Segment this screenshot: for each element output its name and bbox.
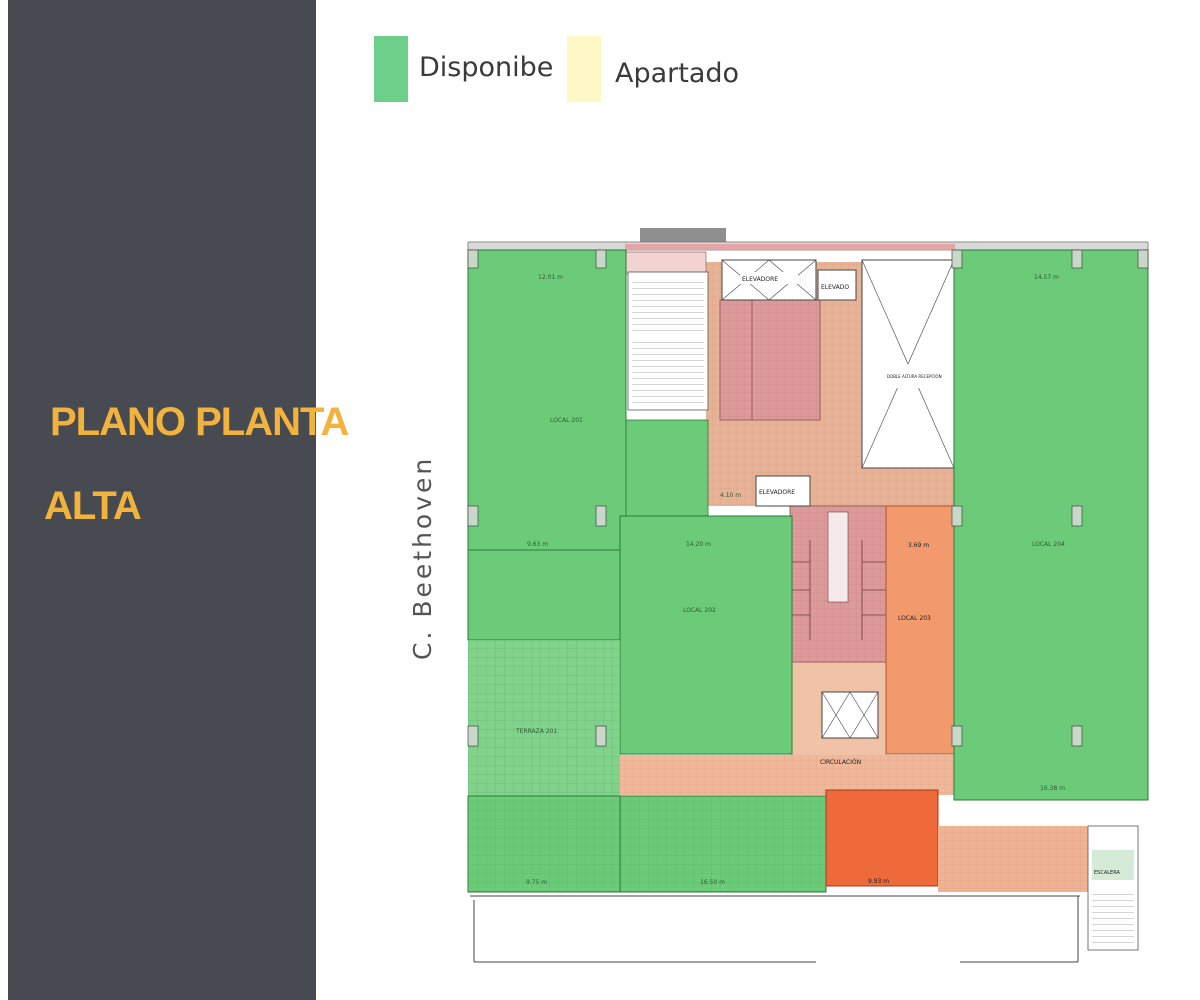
legend-label-reserved: Apartado: [615, 58, 740, 89]
legend-swatch-reserved: [567, 36, 601, 102]
sidebar-panel: PLANO PLANTA ALTA: [8, 0, 349, 1000]
stairs-bottom-label: ESCALERA: [1094, 870, 1120, 876]
local-202[interactable]: [619, 515, 793, 755]
local-203-dimension: 3.69 m: [908, 542, 929, 549]
terrace-bottom-1-dimension: 9.75 m: [526, 879, 547, 886]
terrace-bottom-2-dimension: 16.50 m: [700, 879, 725, 886]
stairs-bottom: ESCALERA: [1087, 825, 1139, 951]
legend-label-available: Disponibe: [419, 52, 554, 83]
circulation-label: CIRCULACIÓN: [820, 759, 861, 766]
local-201[interactable]: [467, 249, 627, 551]
elevators-mid-dimension: 4.10 m: [720, 492, 741, 499]
local-202-label: LOCAL 202: [683, 607, 716, 614]
legend-swatch-available: [374, 36, 408, 102]
restroom-stalls: [790, 540, 886, 640]
double-height-void: DOBLE ALTURA RECEPCIÓN: [861, 259, 955, 469]
elevators-top: ELEVADORE: [721, 259, 817, 301]
local-204-label: LOCAL 204: [1032, 541, 1065, 548]
top-wall-pink: [625, 244, 955, 250]
local-201-lower: [467, 549, 627, 641]
local-201-mid-dimension: 9.63 m: [527, 541, 548, 548]
elevators-mid-label: ELEVADORE: [759, 489, 795, 496]
elevators-top-label: ELEVADORE: [742, 276, 778, 283]
elevator-small: ELEVADO: [817, 269, 857, 301]
service-strip: [625, 251, 707, 275]
terrace-reserved[interactable]: [825, 789, 939, 887]
local-204-dimension: 14.57 m: [1034, 274, 1059, 281]
top-structure: [640, 228, 726, 242]
local-203-label: LOCAL 203: [898, 615, 931, 622]
local-204[interactable]: [953, 249, 1149, 801]
local-202-connector: [625, 419, 709, 517]
ground-outline: [470, 895, 1080, 963]
structural-columns: [467, 249, 1149, 747]
terrace-bottom-3-dimension: 9.93 m: [868, 878, 889, 885]
terrace-201-label: TERRAZA 201: [515, 728, 557, 735]
local-201-label: LOCAL 201: [550, 417, 583, 424]
double-height-label: DOBLE ALTURA RECEPCIÓN: [887, 374, 942, 379]
sink-counter: [827, 511, 849, 603]
local-201-dimension: 12.01 m: [538, 274, 563, 281]
elevators-mid: ELEVADORE: [755, 475, 811, 507]
page-title-line-2: ALTA: [44, 484, 142, 528]
local-204-bottom-dimension: 16.38 m: [1040, 785, 1065, 792]
local-202-dimension: 14.20 m: [686, 541, 711, 548]
elevator-small-label: ELEVADO: [821, 284, 849, 291]
page-title-line-1: PLANO PLANTA: [50, 400, 349, 444]
elevators-lobby: [821, 691, 879, 739]
local-203[interactable]: [885, 505, 957, 755]
stairs-core: [627, 271, 709, 411]
